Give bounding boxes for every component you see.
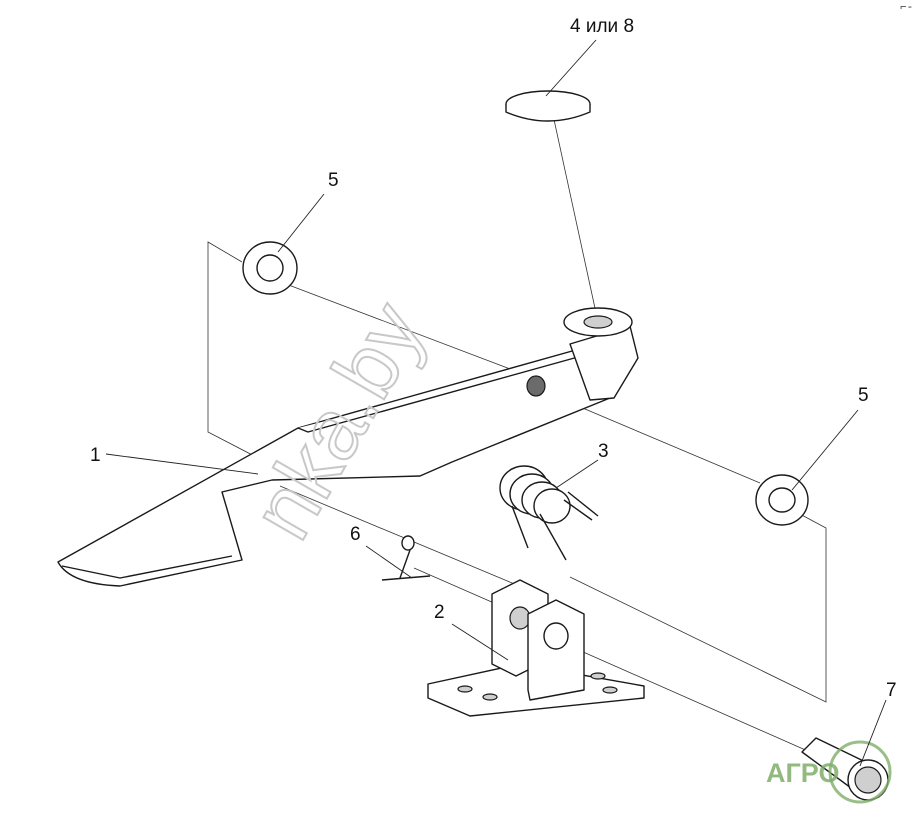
- callout-part-2: 2: [434, 602, 445, 623]
- torsion-spring: [499, 465, 599, 561]
- callout-part-5-right: 5: [858, 385, 869, 406]
- split-pin: [381, 535, 431, 581]
- callout-part-1: 1: [90, 445, 101, 466]
- callout-part-7: 7: [886, 680, 897, 701]
- leader-lines: [105, 39, 887, 767]
- pivot-pin: [801, 737, 889, 801]
- callout-part-4-or-8: 4 или 8: [570, 16, 634, 37]
- pedal-pad: [505, 90, 591, 122]
- callout-part-3: 3: [598, 441, 609, 462]
- agro-logo: АГРО: [766, 740, 892, 804]
- callout-part-6: 6: [350, 524, 361, 545]
- pad-mounting-boss: [563, 307, 633, 337]
- corner-mark: ⌐-: [900, 2, 913, 14]
- washer-top-left: [242, 241, 298, 295]
- washer-right: [755, 474, 809, 526]
- callout-part-5-top: 5: [328, 170, 339, 191]
- bracket: [427, 579, 645, 717]
- agro-logo-text: АГРО: [766, 758, 839, 788]
- pedal-lever: [57, 325, 639, 587]
